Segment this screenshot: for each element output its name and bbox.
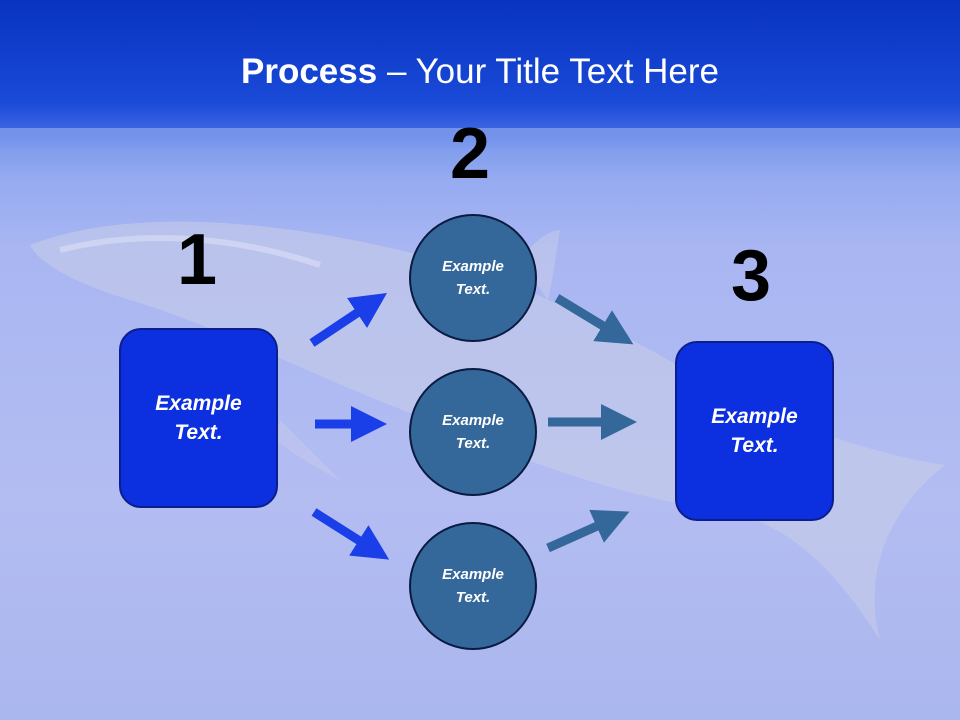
header-band — [0, 0, 960, 128]
title-rest: – Your Title Text Here — [377, 52, 719, 91]
arrow-bottom-to-right — [546, 509, 630, 553]
arrow-top-to-right — [554, 294, 634, 345]
left-process-box: Example Text. — [119, 328, 278, 508]
left-box-line-1: Example — [155, 392, 242, 415]
circle-middle-line-2: Text. — [455, 435, 491, 452]
right-box-line-1: Example — [711, 405, 798, 428]
step-number-2: 2 — [450, 114, 491, 194]
step-number-1: 1 — [177, 220, 218, 300]
arrow-left-to-top — [309, 293, 387, 347]
title-strong: Process — [241, 52, 378, 91]
circle-bottom-line-1: Example — [442, 566, 504, 583]
circle-top-line-2: Text. — [455, 281, 491, 298]
right-process-box: Example Text. — [675, 341, 834, 521]
left-box-line-2: Text. — [174, 421, 223, 444]
circle-bottom-line-2: Text. — [455, 589, 491, 606]
right-box-line-2: Text. — [730, 434, 779, 457]
process-circle-middle: Example Text. — [409, 368, 537, 496]
slide-title: Process – Your Title Text Here — [0, 52, 960, 92]
process-circle-top: Example Text. — [409, 214, 537, 342]
circle-top-line-1: Example — [442, 258, 504, 275]
circle-middle-line-1: Example — [442, 412, 504, 429]
step-number-3: 3 — [731, 236, 772, 316]
arrow-left-to-bottom — [311, 508, 390, 560]
header-fade — [0, 128, 960, 178]
process-circle-bottom: Example Text. — [409, 522, 537, 650]
